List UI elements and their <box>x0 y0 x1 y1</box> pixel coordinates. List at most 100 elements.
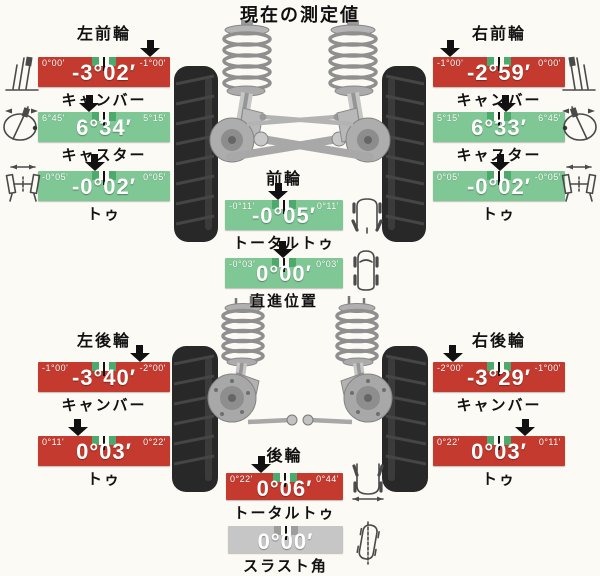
camber-icon <box>562 53 596 93</box>
gauge-rear-total-toe: 0°22' 0°44' 0°06′ トータルトゥ <box>226 456 343 523</box>
measured-value: 6°33′ <box>471 115 527 140</box>
range-min-label: 5°15' <box>437 113 460 123</box>
section-title-left-front: 左前輪 <box>76 26 131 43</box>
camber-icon <box>5 53 39 93</box>
range-min-label: -1°00' <box>437 58 464 68</box>
target-notch <box>92 436 116 450</box>
range-max-label: -2°00' <box>139 363 166 373</box>
gauge-bar: 0°00′ <box>228 526 343 554</box>
measured-value: -0°05′ <box>251 203 317 228</box>
measured-value: 0°06′ <box>256 476 313 501</box>
gauge-bar: 6°45' 5°15' 6°34′ <box>38 112 170 142</box>
gauge-thrust-angle: 0°00′ スラスト角 <box>228 526 343 576</box>
value-pointer-arrow <box>439 40 461 57</box>
range-min-label: 0°11' <box>42 437 65 447</box>
target-notch <box>487 436 511 450</box>
value-pointer-arrow <box>489 154 511 171</box>
value-pointer-arrow <box>67 419 89 436</box>
caster-icon <box>559 103 599 143</box>
gauge-bar: 0°22' 0°44' 0°06′ <box>226 473 343 501</box>
measured-value: -3°02′ <box>71 60 137 85</box>
range-min-label: -1°00' <box>42 363 69 373</box>
gauge-label: 直進位置 <box>249 293 318 310</box>
rear-total-toe-icon <box>346 458 390 502</box>
caster-icon <box>1 103 41 143</box>
target-notch <box>92 362 116 376</box>
target-notch <box>487 171 511 185</box>
gauge-label: キャンバー <box>456 397 542 414</box>
gauge-bar: 0°05' -0°05' -0°02′ <box>433 171 565 201</box>
gauge-left-rear-toe: 0°11' 0°22' 0°03′ トゥ <box>38 419 170 489</box>
target-notch <box>92 57 116 71</box>
section-title-left-rear: 左後輪 <box>76 333 131 350</box>
gauge-bar: -0°05' 0°05' -0°02′ <box>38 171 170 201</box>
section-title-right-rear: 右後輪 <box>471 333 526 350</box>
gauge-bar: 5°15' 6°45' 6°33′ <box>433 112 565 142</box>
target-notch <box>487 57 511 71</box>
value-pointer-arrow <box>267 183 289 200</box>
range-max-label: 0°05' <box>143 172 166 182</box>
gauge-label: トゥ <box>86 206 121 223</box>
range-max-label: 5°15' <box>143 113 166 123</box>
measured-value: -0°02′ <box>466 174 532 199</box>
total-toe-icon <box>347 192 387 234</box>
measured-value: 0°03′ <box>471 439 527 464</box>
measured-value: -0°02′ <box>71 174 137 199</box>
target-notch <box>272 258 296 272</box>
gauge-bar: -0°11' 0°11' -0°05′ <box>225 200 343 230</box>
gauge-label: スラスト角 <box>243 558 328 575</box>
gauge-right-front-toe: 0°05' -0°05' -0°02′ トゥ <box>433 154 565 224</box>
value-pointer-arrow <box>78 95 100 112</box>
gauge-right-rear-camber: -2°00' -1°00' -3°29′ キャンバー <box>433 345 565 415</box>
value-pointer-arrow <box>495 95 517 112</box>
value-pointer-arrow <box>250 456 272 473</box>
gauge-straight-position: -0°03' 0°03' 0°00′ 直進位置 <box>225 241 343 311</box>
thrust-angle-icon <box>352 520 384 566</box>
range-max-label: -0°05' <box>534 172 561 182</box>
gauge-left-rear-camber: -1°00' -2°00' -3°40′ キャンバー <box>38 345 170 415</box>
range-min-label: 0°00' <box>42 58 65 68</box>
range-max-label: -1°00' <box>139 58 166 68</box>
gauge-bar: -0°03' 0°03' 0°00′ <box>225 258 343 288</box>
range-max-label: 0°03' <box>316 259 339 269</box>
range-min-label: -0°03' <box>229 259 256 269</box>
value-pointer-arrow <box>272 241 294 258</box>
gauge-bar: -2°00' -1°00' -3°29′ <box>433 362 565 392</box>
range-min-label: 6°45' <box>42 113 65 123</box>
gauge-label: トゥ <box>481 471 516 488</box>
range-min-label: 0°05' <box>437 172 460 182</box>
straight-position-icon <box>346 246 386 292</box>
gauge-right-front-caster: 5°15' 6°45' 6°33′ キャスター <box>433 95 565 165</box>
gauge-bar: 0°00' -1°00' -3°02′ <box>38 57 170 87</box>
gauge-label: トゥ <box>481 206 516 223</box>
measured-value: -2°59′ <box>466 60 532 85</box>
range-max-label: 0°00' <box>538 58 561 68</box>
range-min-label: -0°05' <box>42 172 69 182</box>
measured-value: -3°29′ <box>466 365 532 390</box>
value-pointer-arrow <box>84 154 106 171</box>
value-pointer-arrow <box>442 345 464 362</box>
range-min-label: -2°00' <box>437 363 464 373</box>
gauge-bar: 0°22' 0°11' 0°03′ <box>433 436 565 466</box>
measured-value: 6°34′ <box>76 115 132 140</box>
toe-icon <box>3 160 43 204</box>
toe-icon <box>559 160 599 204</box>
value-pointer-arrow <box>139 40 161 57</box>
target-notch <box>92 112 116 126</box>
measured-value: 0°00′ <box>256 261 312 286</box>
measured-value: 0°00′ <box>257 529 314 554</box>
target-notch <box>92 171 116 185</box>
gauge-bar: -1°00' 0°00' -2°59′ <box>433 57 565 87</box>
value-pointer-arrow <box>129 345 151 362</box>
target-notch <box>273 526 298 540</box>
measured-value: -3°40′ <box>71 365 137 390</box>
range-min-label: 0°22' <box>437 437 460 447</box>
target-notch <box>487 362 511 376</box>
gauge-bar: -1°00' -2°00' -3°40′ <box>38 362 170 392</box>
target-notch <box>487 112 511 126</box>
gauge-label: トゥ <box>86 471 121 488</box>
gauge-left-front-toe: -0°05' 0°05' -0°02′ トゥ <box>38 154 170 224</box>
measured-value: 0°03′ <box>76 439 132 464</box>
gauge-right-rear-toe: 0°22' 0°11' 0°03′ トゥ <box>433 419 565 489</box>
gauge-bar: 0°11' 0°22' 0°03′ <box>38 436 170 466</box>
